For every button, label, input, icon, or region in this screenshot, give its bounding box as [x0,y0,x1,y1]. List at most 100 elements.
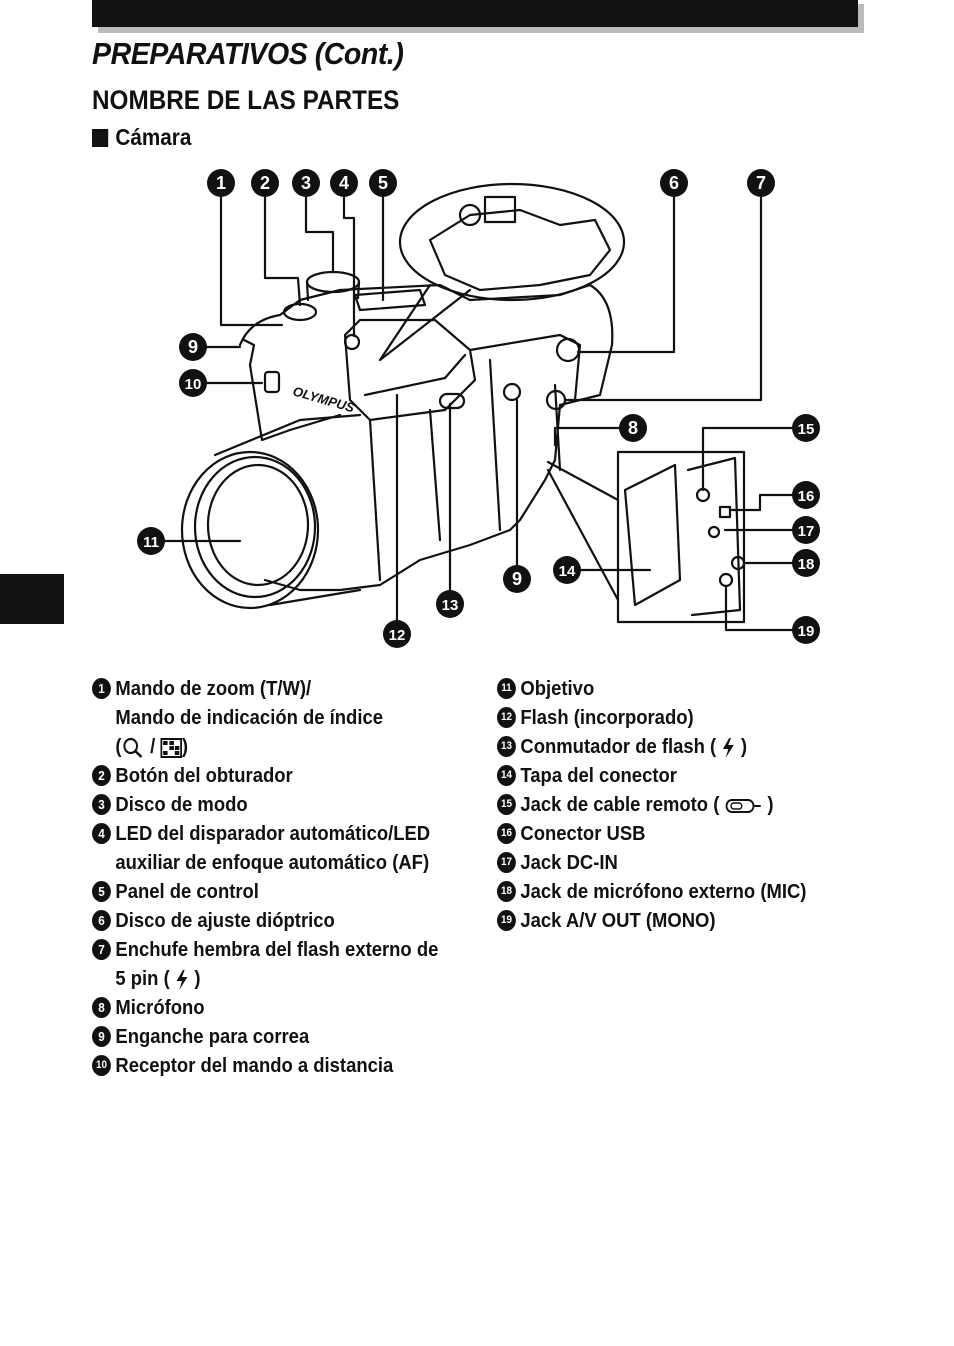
part-number-badge: 10 [92,1055,111,1076]
part-label: Enchufe hembra del flash externo de [115,935,438,964]
callout-1-badge [207,169,235,197]
mode-dial [305,270,361,294]
part-text: Jack DC-IN [520,851,618,874]
part-text: auxiliar de enfoque automático (AF) [115,851,430,874]
part-number-badge: 1 [92,678,111,699]
part-text-post: ) [740,735,748,758]
part-text: Conector USB [520,822,646,845]
af-led [343,333,361,351]
header-bar [92,0,858,27]
leader-7 [563,194,763,402]
index-grid-icon [160,737,182,758]
callout-4-label: 4 [339,173,349,193]
callout-5-label: 5 [378,173,388,193]
callout-2-label: 2 [260,173,270,193]
remote-cable-icon [724,797,762,815]
callout-15-label: 15 [798,421,815,438]
part-item-continuation: 5 pin ( ) [92,964,448,993]
connector-inset-frame [616,450,746,624]
part-label: ( / ) [115,732,447,761]
barrel-bottom [268,588,362,607]
part-text: Mando de indicación de índice [115,706,383,729]
part-text-mid: / [144,735,161,758]
callout-7-badge [747,169,775,197]
callout-18-label: 18 [798,556,815,573]
remote-receiver [263,370,281,394]
top-view-dial [458,203,482,227]
part-number-badge: 15 [497,794,516,815]
callout-2-badge [251,169,279,197]
callout-6-label: 6 [669,173,679,193]
flash-bolt-icon [175,969,189,991]
part-label: Conector USB [520,819,645,848]
part-number-badge: 18 [497,881,516,902]
usb-port [718,505,732,519]
callout-12-badge [383,620,411,648]
part-label: Jack DC-IN [520,848,617,877]
leader-6 [576,194,676,354]
leader-8 [553,426,622,447]
callout-13-badge [436,590,464,618]
flash-bolt-icon [721,737,735,759]
part-label: Tapa del conector [520,761,677,790]
part-number-badge: 6 [92,910,111,931]
part-number-badge: 8 [92,997,111,1018]
part-label: Mando de zoom (T/W)/ [115,674,311,703]
section-title: NOMBRE DE LAS PARTES [92,85,400,115]
part-number-badge: 2 [92,765,111,786]
chapter-tab [0,574,64,624]
part-label: Disco de ajuste dióptrico [115,906,334,935]
part-text-pre: Jack de cable remoto ( [520,793,720,816]
part-label: Mando de indicación de índice [115,703,447,732]
bullet-square-icon [92,128,109,147]
part-text: Botón del obturador [115,764,293,787]
part-text: Flash (incorporado) [520,706,694,729]
strap-eyelet-left [242,338,256,367]
inset-lines [546,460,620,602]
camera-body-outline [238,283,614,592]
part-label: Disco de modo [115,790,247,819]
callout-14-badge [553,556,581,584]
part-number-badge: 19 [497,910,516,931]
bubble-pointer [378,283,472,362]
part-text-pre: Conmutador de flash ( [520,735,717,758]
callout-19-badge [792,616,820,644]
part-number-badge: 11 [497,678,516,699]
part-number-badge: 12 [497,707,516,728]
dcin-jack [707,525,721,539]
callout-3-label: 3 [301,173,311,193]
part-label: Objetivo [520,674,594,703]
lens-outer [180,450,320,610]
barrel-top [213,413,362,457]
part-text: LED del disparador automático/LED [115,822,431,845]
callout-8-badge [619,414,647,442]
part-label: Enganche para correa [115,1022,309,1051]
body-edge [488,358,502,532]
part-text: Tapa del conector [520,764,677,787]
connector-panel [686,456,742,617]
part-number-badge: 17 [497,852,516,873]
lens-ring [193,455,317,599]
part-text: Objetivo [520,677,595,700]
part-label: Micrófono [115,993,204,1022]
part-text-post: ) [767,793,774,816]
flash-line [363,353,467,397]
callout-10-label: 10 [185,376,202,393]
connector-cover [623,463,682,607]
part-text: Receptor del mando a distancia [115,1054,394,1077]
part-text-post: ) [194,967,201,990]
callout-5-badge [369,169,397,197]
callout-13-label: 13 [442,597,459,614]
part-label: Jack de cable remoto ( ) [520,790,773,819]
part-text: Mando de zoom (T/W)/ [115,677,312,700]
part-number-badge: 13 [497,736,516,757]
